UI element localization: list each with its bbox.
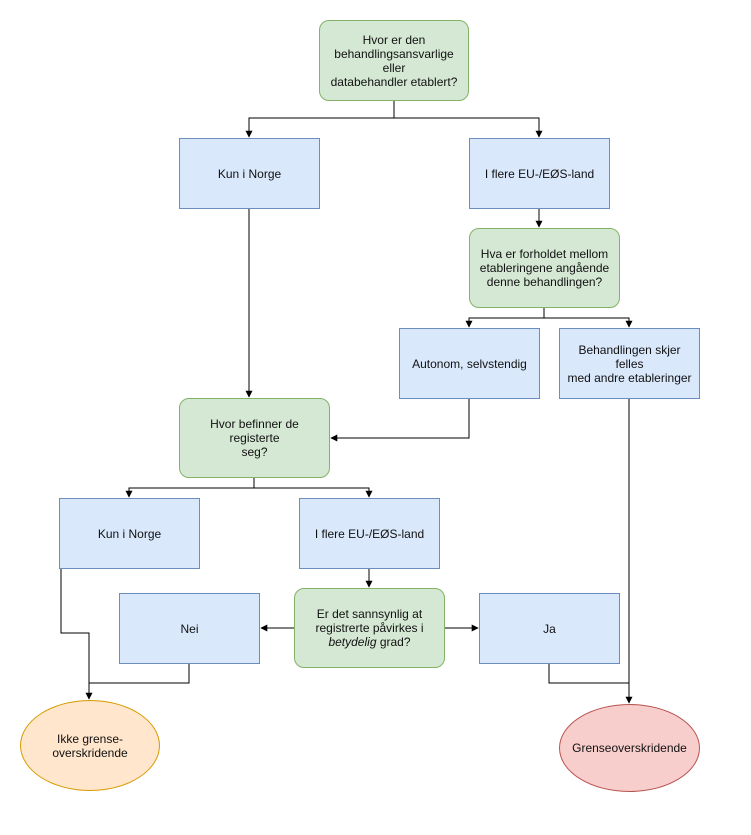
end-ikke-grenseoverskridende[interactable]: Ikke grense- overskridende [20, 700, 160, 791]
box-flere-eu-subjects-label: I flere EU-/EØS-land [314, 526, 425, 541]
edge-q3-kun-norge [125, 478, 255, 498]
box-flere-eu-establishment-label: I flere EU-/EØS-land [484, 166, 595, 181]
decision-establishment-line2: behandlingsansvarlige eller [334, 46, 454, 75]
decision-relationship-line1: Hva er forholdet mellom [480, 247, 609, 261]
decision-relationship-line2: etableringene angående [479, 261, 610, 275]
box-autonom[interactable]: Autonom, selvstendig [399, 328, 540, 399]
decision-data-subjects-line1: Hvor befinner de registerte [210, 417, 299, 445]
decision-significant-impact-line1: Er det sannsynlig at [316, 607, 423, 621]
edge-autonom-q3 [330, 398, 470, 442]
edge-ja-grense [548, 663, 629, 684]
end-ikke-grense-line2: overskridende [52, 745, 128, 760]
decision-establishment-line1: Hvor er den [362, 32, 426, 47]
decision-data-subjects-line2: seg? [241, 445, 268, 459]
decision-relationship[interactable]: Hva er forholdet mellom etableringene an… [469, 228, 620, 308]
box-felles-line1: Behandlingen skjer felles [578, 342, 681, 371]
box-autonom-label: Autonom, selvstendig [412, 356, 527, 371]
edge-nei-ikke-grense [89, 663, 190, 684]
decision-data-subjects[interactable]: Hvor befinner de registerte seg? [179, 398, 330, 478]
decision-establishment-line3: databehandler etablert? [330, 74, 458, 89]
box-kun-norge-subjects[interactable]: Kun i Norge [59, 498, 200, 569]
box-nei[interactable]: Nei [119, 593, 260, 664]
edge-q1-flere-eu [394, 117, 543, 138]
decision-significant-impact-line3: betydelig grad? [315, 635, 423, 649]
end-ikke-grense-line1: Ikke grense- [56, 731, 124, 746]
edge-q2-autonom [465, 307, 545, 328]
box-kun-norge-subjects-label: Kun i Norge [97, 526, 162, 541]
box-kun-norge-establishment-label: Kun i Norge [217, 166, 282, 181]
box-felles-line2: med andre etableringer [567, 370, 692, 385]
edge-kun-norge-ikke-grense [60, 568, 93, 700]
decision-establishment[interactable]: Hvor er den behandlingsansvarlige eller … [319, 20, 469, 101]
decision-significant-impact-line3-rest: grad? [376, 635, 411, 649]
decision-significant-impact-line2: registrerte påvirkes i [315, 621, 424, 635]
box-nei-label: Nei [180, 621, 199, 636]
box-ja[interactable]: Ja [479, 593, 620, 664]
decision-significant-impact-emphasis: betydelig [328, 635, 377, 649]
end-grenseoverskridende-label: Grenseoverskridende [572, 741, 687, 755]
end-grenseoverskridende[interactable]: Grenseoverskridende [559, 704, 700, 792]
box-kun-norge-establishment[interactable]: Kun i Norge [179, 138, 320, 209]
edge-q2-felles [544, 317, 633, 328]
decision-significant-impact[interactable]: Er det sannsynlig at registrerte påvirke… [294, 588, 445, 668]
edge-q3-flere-eu [254, 487, 373, 498]
box-flere-eu-subjects[interactable]: I flere EU-/EØS-land [299, 498, 440, 569]
box-felles[interactable]: Behandlingen skjer felles med andre etab… [559, 328, 700, 399]
edge-q1-kun-norge [245, 101, 395, 138]
box-flere-eu-establishment[interactable]: I flere EU-/EØS-land [469, 138, 610, 209]
box-ja-label: Ja [543, 621, 556, 636]
decision-relationship-line3: denne behandlingen? [486, 275, 603, 289]
